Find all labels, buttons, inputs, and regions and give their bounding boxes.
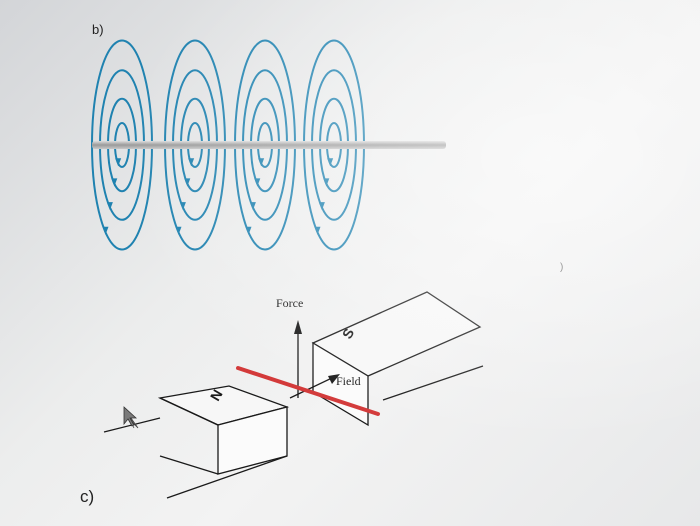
south-magnet [311,291,484,427]
north-magnet [103,385,290,499]
force-label: Force [276,296,303,310]
field-label: Field [336,374,361,388]
cursor-arrow-icon [123,406,139,429]
